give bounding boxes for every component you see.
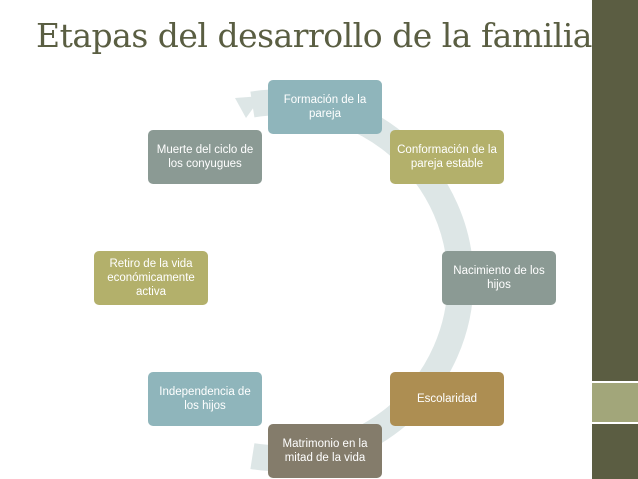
stage-label: Escolaridad: [416, 393, 478, 405]
stage-formacion-pareja: Formación de la pareja: [268, 80, 382, 134]
cycle-arc-arrow: [235, 96, 262, 118]
stage-escolaridad: Escolaridad: [390, 372, 504, 426]
sidebar-block-bottom: [592, 424, 638, 479]
stage-label: Muerte del ciclo de los conyugues: [156, 144, 254, 170]
sidebar-block-top: [592, 0, 638, 381]
stage-label: Formación de la pareja: [283, 94, 367, 120]
stage-nacimiento-hijos: Nacimiento de los hijos: [442, 251, 556, 305]
stage-label: Independencia de los hijos: [159, 386, 251, 412]
sidebar-decoration: [592, 0, 638, 479]
stage-muerte-conyugues: Muerte del ciclo de los conyugues: [148, 130, 262, 184]
sidebar-block-middle: [592, 383, 638, 422]
stage-pareja-estable: Conformación de la pareja estable: [390, 130, 504, 184]
stage-label: Conformación de la pareja estable: [397, 144, 497, 170]
stage-label: Matrimonio en la mitad de la vida: [282, 438, 368, 464]
stage-matrimonio-mitad-vida: Matrimonio en la mitad de la vida: [268, 424, 382, 478]
stage-retiro: Retiro de la vida económicamente activa: [94, 251, 208, 305]
stage-label: Nacimiento de los hijos: [453, 265, 545, 291]
slide-title: Etapas del desarrollo de la familia:: [36, 16, 603, 55]
stage-label: Retiro de la vida económicamente activa: [107, 258, 195, 298]
stage-independencia-hijos: Independencia de los hijos: [148, 372, 262, 426]
